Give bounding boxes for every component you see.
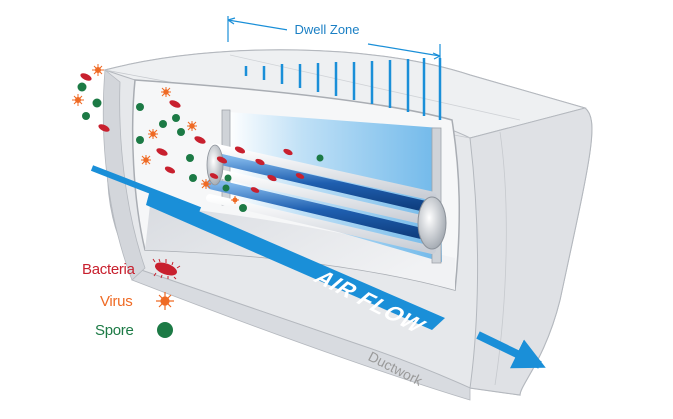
spore-icon [177,128,185,136]
virus-icon [231,196,239,204]
spore-icon [186,154,194,162]
spore-icon [172,114,180,122]
bacteria-icon [216,156,228,164]
spore-icon [136,136,144,144]
spore-icon [157,322,173,338]
bacteria-icon [234,146,246,154]
virus-icon [141,155,151,165]
particles [72,64,324,212]
legend-item-virus: Virus [100,290,133,312]
spore-icon [159,120,167,128]
bacteria-icon [295,173,305,179]
spore-icon [316,154,324,162]
bacteria-icon [283,148,293,156]
bacteria-icon [152,258,181,280]
spore-icon [189,174,197,182]
legend-label: Virus [100,292,133,310]
bacteria-icon [267,174,277,182]
virus-icon [161,87,171,97]
bacteria-icon [194,136,206,144]
lamp-end-cap [417,196,447,250]
bacteria-icon [98,124,110,132]
dwell-bars [244,58,442,120]
spore-icon [92,98,102,108]
spore-icon [77,82,87,92]
uv-lamp [209,152,438,214]
spore-icon [239,204,247,212]
uv-lamp-assembly [206,143,447,254]
spore-icon [222,184,230,192]
dwell-zone-label: Dwell Zone [287,22,367,37]
bacteria-icon [156,148,168,156]
spore-icon [136,103,144,111]
virus-icon [148,129,158,139]
virus-icon [201,179,211,189]
virus-icon [72,94,84,106]
spore-icon [224,174,232,182]
air-flow-arrow [90,165,546,369]
legend-item-bacteria: Bacteria [82,258,135,280]
bacteria-icon [169,100,181,108]
spore-icon [82,112,90,120]
virus-icon [187,121,197,131]
legend-icons [152,258,181,338]
bacteria-icon [209,173,219,179]
virus-icon [92,64,104,76]
bacteria-icon [255,158,265,166]
legend-label: Bacteria [82,260,135,278]
dwell-zone-indicator [227,16,441,70]
uv-lamp [206,178,438,242]
bacteria-icon [164,166,176,174]
bacteria-icon [80,73,92,81]
virus-icon [156,292,174,310]
bacteria-icon [250,187,260,193]
legend-item-spore: Spore [95,319,134,341]
legend-label: Spore [95,321,134,339]
